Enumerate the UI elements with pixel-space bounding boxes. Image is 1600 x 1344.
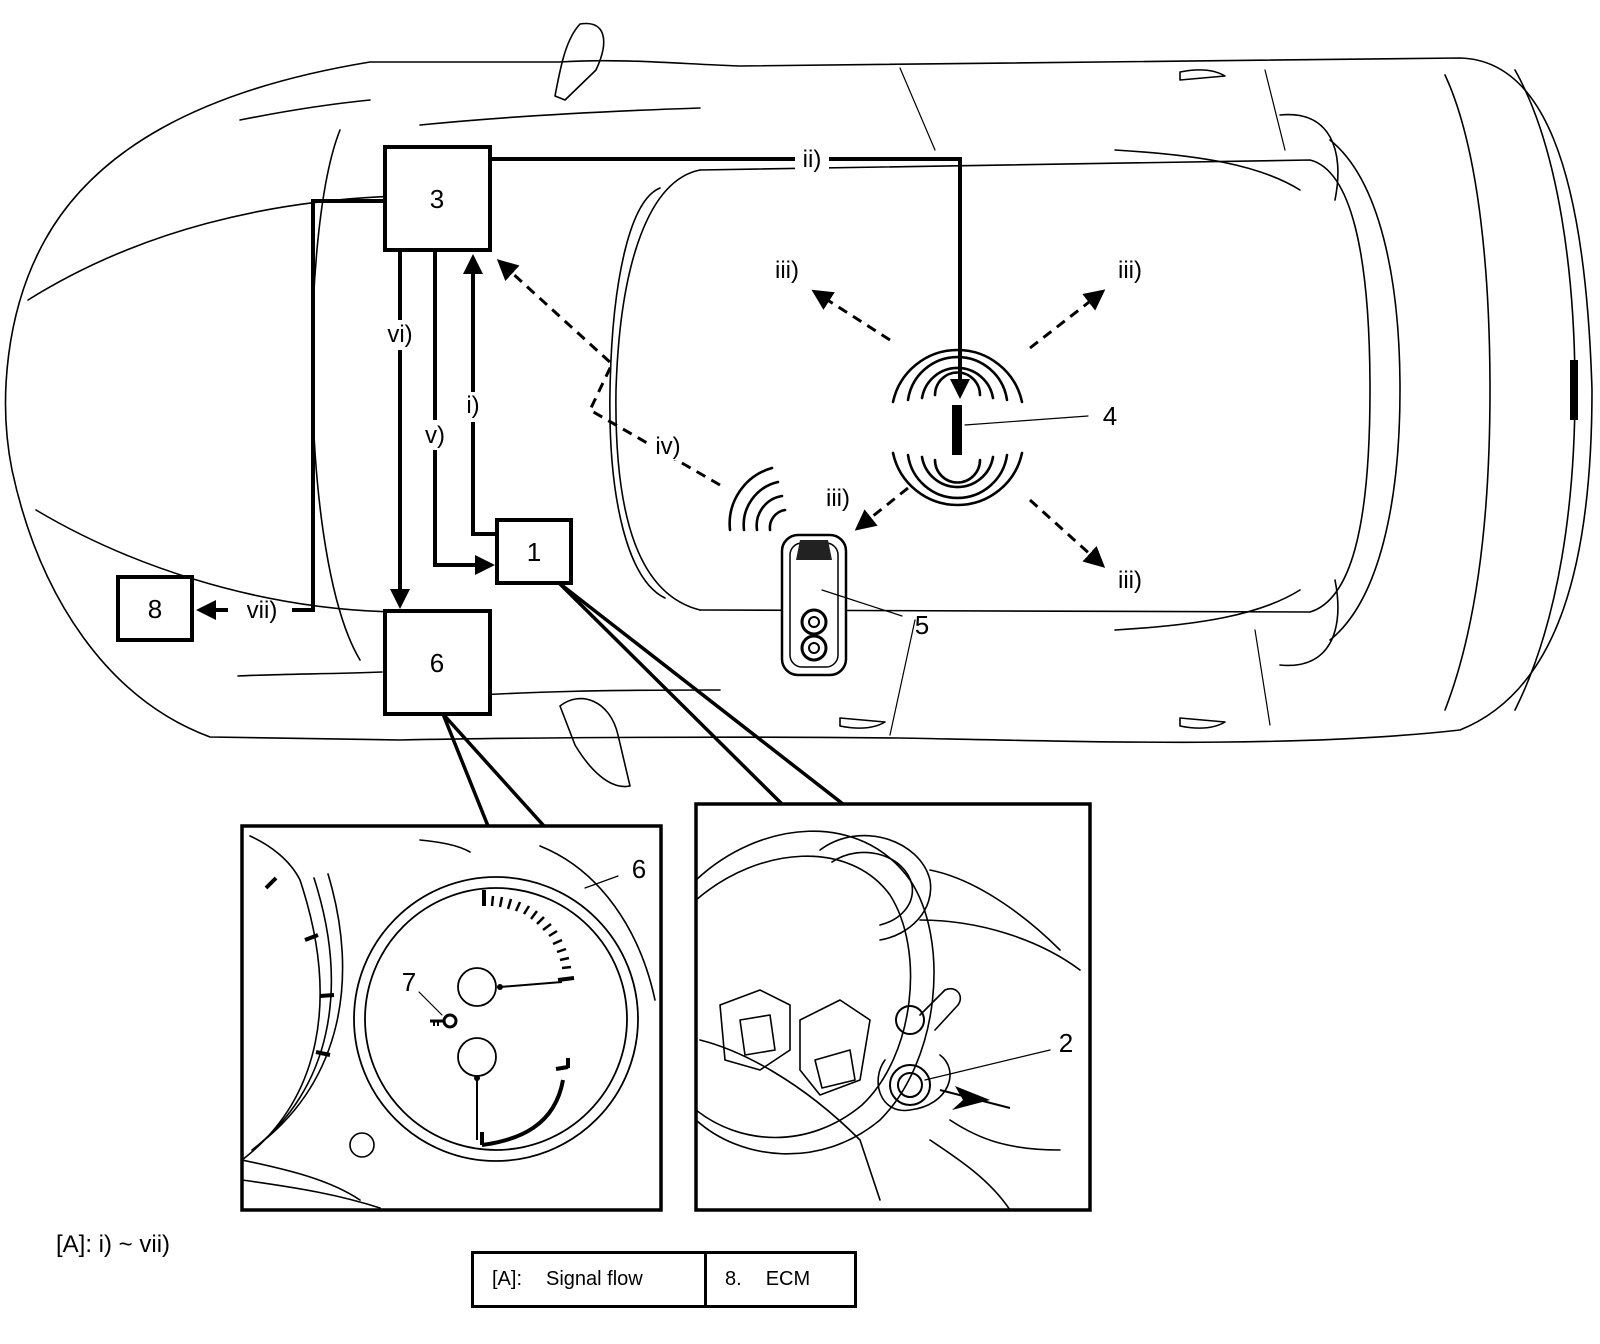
legend-signal-flow: [A]: Signal flow: [474, 1254, 707, 1305]
box-3-label: 3: [430, 184, 444, 214]
callout-4: 4: [1103, 401, 1117, 431]
zoom-connectors: [441, 581, 845, 828]
module-box-6: 6: [383, 609, 492, 716]
signal-label-ii: ii): [803, 146, 822, 173]
key-fob: [780, 533, 848, 677]
signal-label-v: v): [425, 422, 445, 449]
legend-table: [A]: Signal flow 8. ECM: [471, 1251, 857, 1308]
module-box-8-ecm: 8: [116, 575, 194, 642]
key-indicator-icon: [430, 1013, 458, 1029]
signal-wiring: [196, 157, 1106, 620]
legend-a-text: Signal flow: [546, 1268, 643, 1290]
legend-ecm-text: ECM: [765, 1268, 811, 1290]
module-box-1: 1: [495, 518, 573, 585]
antenna: [728, 348, 1024, 532]
module-box-3: 3: [383, 145, 492, 252]
signal-label-vii: vii): [247, 597, 278, 624]
signal-label-i: i): [466, 392, 479, 419]
legend-ecm-key: 8.: [725, 1268, 742, 1290]
signal-label-iii-lower-right: iii): [1118, 567, 1142, 594]
signal-range-note: [A]: i) ~ vii): [56, 1231, 171, 1258]
gauge-ticks: [482, 890, 575, 982]
detail-instrument-cluster: 7 6: [240, 824, 663, 1212]
legend-a-key: [A]:: [492, 1268, 523, 1290]
callout-7: 7: [402, 967, 416, 997]
box-8-label: 8: [148, 594, 162, 624]
callout-6: 6: [632, 854, 646, 884]
signal-label-iii-lower-left: iii): [826, 485, 850, 512]
signal-label-iv: iv): [655, 433, 680, 460]
signal-label-vi: vi): [387, 321, 412, 348]
signal-label-iii-upper-right: iii): [1118, 257, 1142, 284]
callout-5: 5: [915, 610, 929, 640]
legend-ecm: 8. ECM: [707, 1254, 854, 1305]
signal-label-iii-upper-left: iii): [775, 257, 799, 284]
callout-2: 2: [1059, 1028, 1073, 1058]
box-6-label: 6: [430, 648, 444, 678]
box-1-label: 1: [527, 537, 541, 567]
detail-steering-ignition: 2: [694, 802, 1092, 1212]
